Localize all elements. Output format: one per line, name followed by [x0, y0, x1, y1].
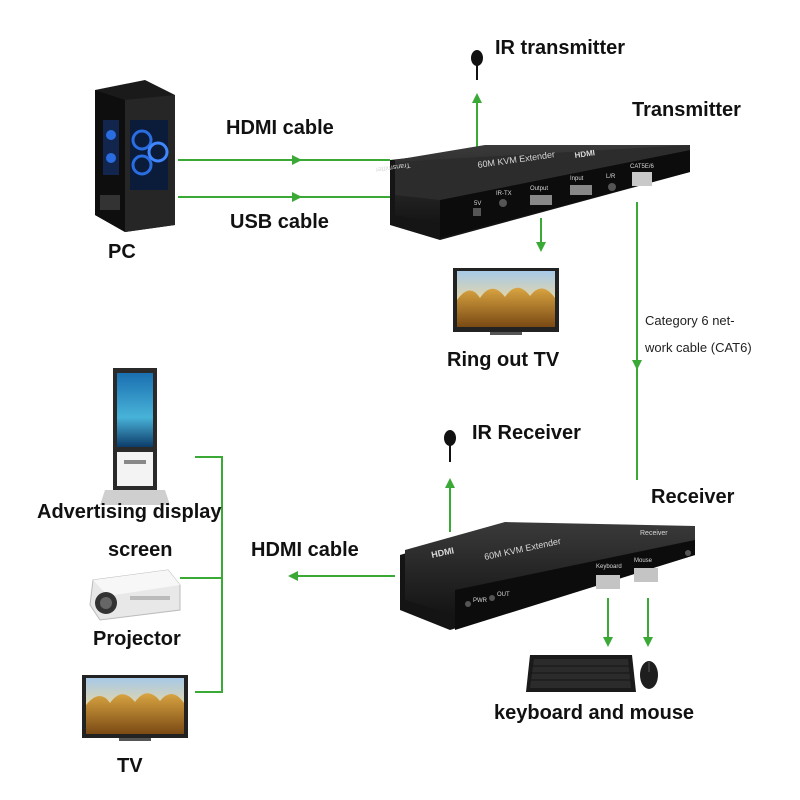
port-cat-label: CAT5E/6	[630, 164, 655, 170]
out-port-icon	[489, 595, 495, 601]
receiver-led-icon	[685, 550, 691, 556]
pc-label: PC	[108, 241, 136, 263]
tv-image	[82, 675, 188, 741]
transmitter-label: Transmitter	[632, 99, 741, 121]
projector-image	[89, 569, 181, 621]
port-mouse-label: Mouse	[634, 558, 653, 564]
projector-label: Projector	[93, 628, 181, 650]
ring-out-tv-image	[453, 268, 559, 335]
mouse-image	[640, 661, 658, 689]
pc-tower	[95, 80, 175, 232]
ring-out-tv-label: Ring out TV	[447, 349, 560, 371]
advertising-display-image	[100, 368, 170, 505]
pwr-port-icon	[465, 601, 471, 607]
ir-transmitter-icon	[471, 50, 483, 80]
hdmi-cable-bottom-label: HDMI cable	[251, 539, 359, 561]
advertising-screen-label: screen	[108, 539, 173, 561]
receiver-hdmi-logo: HDMI	[430, 545, 455, 560]
display-bus-line	[195, 456, 223, 693]
keyboard-mouse-label: keyboard and mouse	[494, 702, 695, 724]
usb-cable-label: USB cable	[230, 211, 329, 233]
port-irtx-label: IR-TX	[496, 191, 512, 197]
ir-tx-port-icon	[499, 199, 507, 207]
port-input-label: Input	[570, 176, 584, 182]
usb-keyboard-port-icon	[596, 575, 620, 589]
receiver-label: Receiver	[651, 486, 735, 508]
ir-receiver-label: IR Receiver	[472, 422, 581, 444]
cat6-label-line2: work cable (CAT6)	[645, 340, 752, 355]
connection-lines	[178, 93, 653, 693]
hdmi-cable-top-label: HDMI cable	[226, 117, 334, 139]
receiver-side-text: Receiver	[640, 530, 668, 537]
port-5v-label: 5V	[474, 201, 481, 207]
cat6-label-line1: Category 6 net-	[645, 313, 735, 328]
hdmi-output-port-icon	[530, 195, 552, 205]
power-port-icon	[473, 208, 481, 216]
receiver-device: HDMI 60M KVM Extender Receiver Keyboard …	[400, 522, 695, 630]
ir-transmitter-label: IR transmitter	[495, 37, 626, 59]
transmitter-hdmi-logo: HDMI	[574, 148, 596, 160]
port-out-label: OUT	[497, 592, 510, 598]
usb-mouse-port-icon	[634, 568, 658, 582]
port-pwr-label: PWR	[473, 598, 488, 604]
lr-port-icon	[608, 183, 616, 191]
tv-label: TV	[117, 755, 143, 777]
keyboard-image	[526, 655, 636, 692]
advertising-display-label: Advertising display	[37, 501, 222, 523]
port-output-label: Output	[530, 186, 548, 192]
port-keyboard-label: Keyboard	[596, 564, 622, 570]
ir-receiver-icon	[444, 430, 456, 462]
hdmi-input-port-icon	[570, 185, 592, 195]
transmitter-device: 60M KVM Extender Transmitter HDMI 5V IR-…	[374, 145, 690, 240]
rj45-port-icon	[632, 172, 652, 186]
port-lr-label: L/R	[606, 174, 616, 180]
transmitter-side-text: Transmitter	[374, 161, 410, 173]
